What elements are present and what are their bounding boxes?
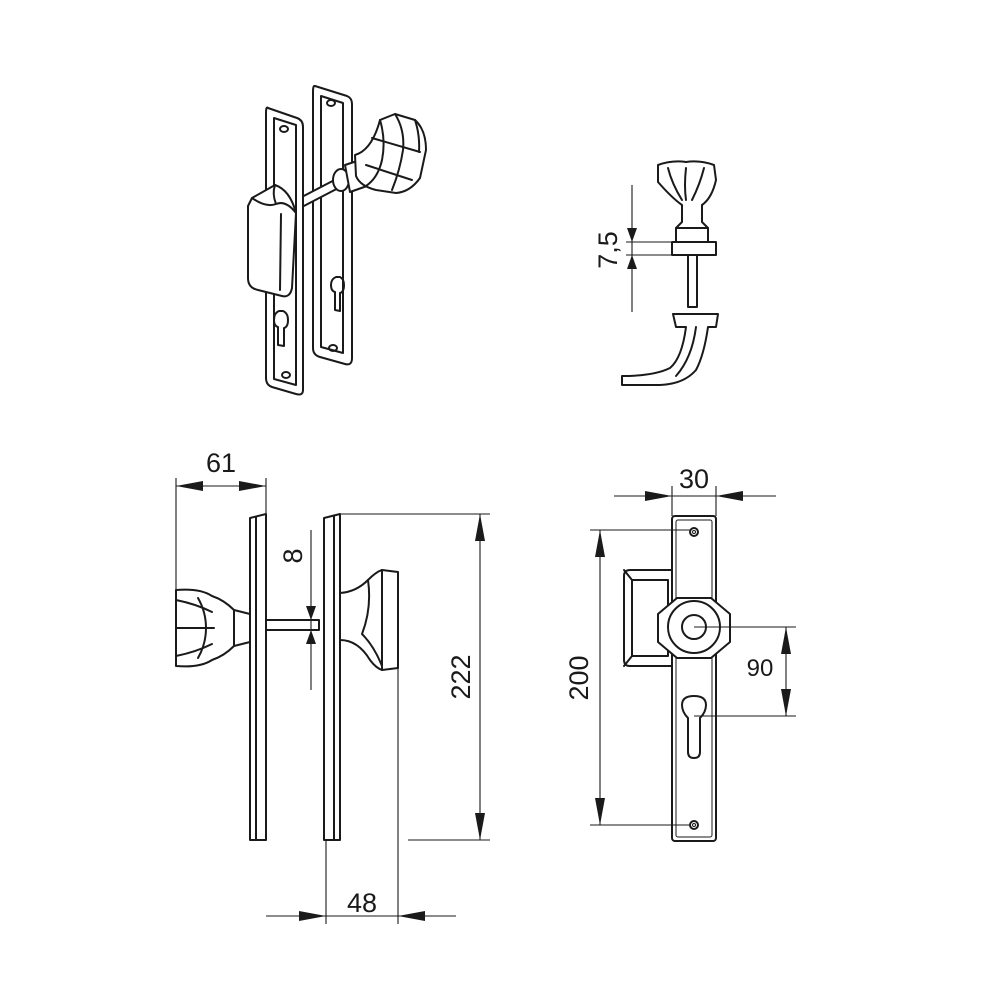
hole-spacing-label: 200 <box>564 655 594 700</box>
dimension-plate-height: 222 <box>340 513 490 841</box>
knob-depth-label: 48 <box>347 888 377 918</box>
exploded-spindle <box>687 254 698 308</box>
isometric-view <box>247 84 427 396</box>
exploded-lever <box>621 313 719 386</box>
isometric-thumb-turn <box>247 184 297 298</box>
plate-gap-label: 8 <box>278 548 308 563</box>
side-front-plate <box>249 513 267 841</box>
rosette-height-label: 7,5 <box>593 231 623 269</box>
side-rear-plate <box>323 513 341 841</box>
side-spindle <box>265 619 320 631</box>
side-thumb-turn <box>339 569 399 671</box>
exploded-side-view: 7,5 <box>593 160 719 386</box>
dimension-knob-depth: 48 <box>266 668 456 924</box>
dimension-projection: 61 <box>175 448 267 590</box>
dimension-plate-width: 30 <box>614 464 776 516</box>
front-elevation-view: 30 200 90 <box>564 464 796 842</box>
exploded-knob <box>657 160 717 243</box>
backset-label: 90 <box>747 655 774 682</box>
front-plate <box>671 515 717 842</box>
exploded-rosette <box>671 241 717 256</box>
dimension-rosette-height: 7,5 <box>593 185 672 312</box>
side-elevation-view: 61 8 222 48 <box>175 448 490 924</box>
dimension-plate-gap: 8 <box>278 530 316 690</box>
dimension-hole-spacing: 200 <box>564 529 690 826</box>
isometric-rear-plate <box>312 84 353 366</box>
side-knob <box>175 588 251 668</box>
plate-width-label: 30 <box>679 464 709 494</box>
projection-depth-label: 61 <box>206 448 236 478</box>
isometric-knob <box>332 113 427 194</box>
plate-height-label: 222 <box>446 654 476 699</box>
dimension-backset: 90 <box>694 626 796 717</box>
front-knob <box>657 597 731 659</box>
